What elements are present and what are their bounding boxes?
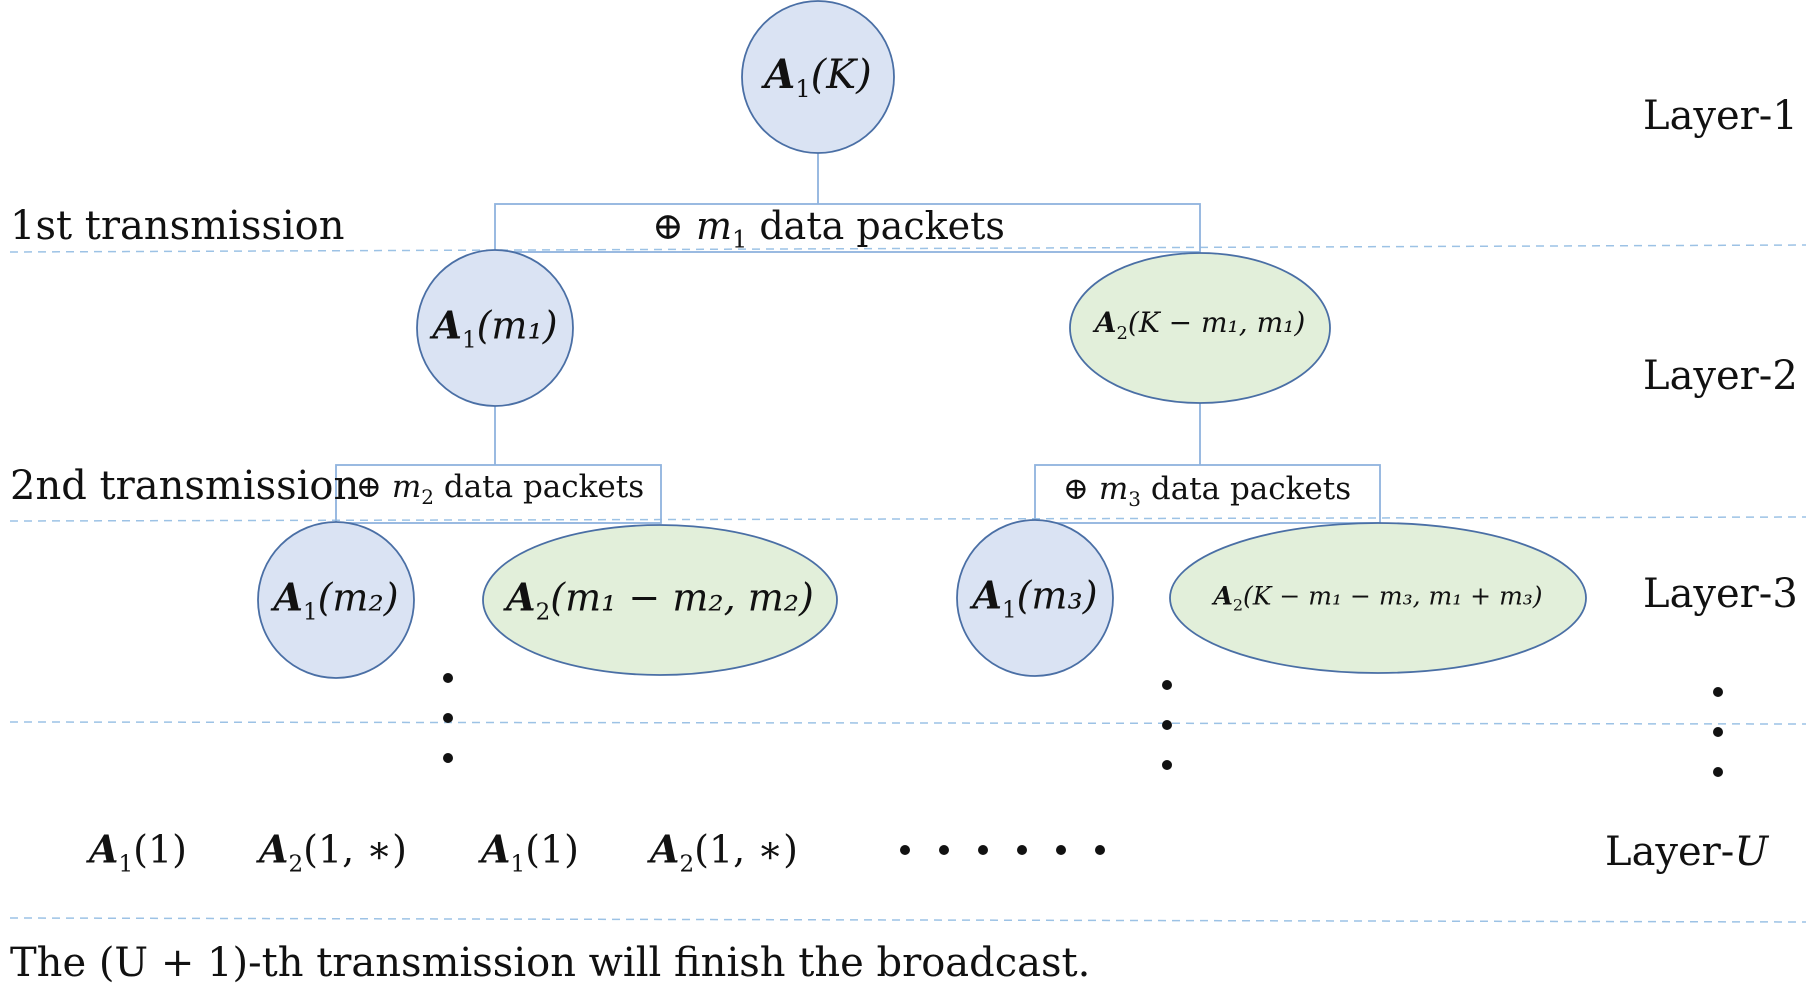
leaf-1: A1(1) bbox=[89, 827, 187, 878]
packets-1-sub: 1 bbox=[731, 225, 748, 254]
matrix-argument: (m₃) bbox=[1016, 573, 1098, 618]
matrix-symbol: A bbox=[506, 574, 536, 620]
node-layer3-a1-left bbox=[257, 521, 415, 679]
node-root bbox=[741, 0, 895, 154]
matrix-subscript: 2 bbox=[1232, 595, 1244, 615]
matrix-symbol: A bbox=[650, 826, 680, 872]
matrix-subscript: 2 bbox=[1116, 322, 1128, 344]
layer-2-label: Layer-2 bbox=[1643, 353, 1798, 399]
oplus-icon: ⊕ bbox=[652, 204, 684, 248]
layer-u-label: Layer-U bbox=[1605, 832, 1768, 872]
matrix-subscript: 2 bbox=[679, 851, 695, 878]
matrix-argument: (K − m₁, m₁) bbox=[1127, 306, 1306, 340]
matrix-argument: (K) bbox=[810, 52, 872, 98]
node-layer2-a1 bbox=[416, 249, 574, 407]
packets-1-text: data packets bbox=[759, 204, 1005, 248]
matrix-argument: (1) bbox=[133, 827, 187, 872]
oplus-icon: ⊕ bbox=[356, 469, 382, 505]
matrix-symbol: A bbox=[89, 826, 119, 872]
packets-label-1: ⊕ m1 data packets bbox=[652, 207, 1005, 252]
matrix-argument: (m₁ − m₂, m₂) bbox=[550, 575, 814, 620]
node-layer3-a2-left bbox=[482, 524, 838, 676]
layer-u-prefix: Layer- bbox=[1605, 829, 1735, 875]
packets-2-var: m bbox=[391, 469, 422, 505]
matrix-subscript: 1 bbox=[118, 851, 134, 878]
layer-3-label: Layer-3 bbox=[1643, 571, 1798, 617]
matrix-argument: (1, ∗) bbox=[303, 827, 407, 872]
footer-caption: The (U + 1)-th transmission will finish … bbox=[10, 940, 1091, 986]
nodes bbox=[257, 0, 1587, 679]
packets-3-text: data packets bbox=[1150, 471, 1352, 507]
matrix-subscript: 1 bbox=[510, 851, 526, 878]
node-layer3-a1-right bbox=[956, 519, 1114, 677]
node-layer3-a2-right bbox=[1169, 522, 1587, 674]
packets-3-sub: 3 bbox=[1128, 487, 1141, 512]
layer-separators bbox=[9, 244, 1806, 923]
matrix-symbol: A bbox=[273, 574, 303, 620]
matrix-argument: (m₂) bbox=[317, 575, 399, 620]
packets-label-3: ⊕ m3 data packets bbox=[1063, 471, 1352, 512]
matrix-symbol: A bbox=[1213, 581, 1233, 611]
packets-1-var: m bbox=[695, 204, 732, 248]
matrix-symbol: A bbox=[432, 302, 462, 348]
bracket-transmission-2b bbox=[1034, 464, 1381, 524]
matrix-subscript: 1 bbox=[795, 75, 811, 103]
matrix-symbol: A bbox=[972, 572, 1002, 618]
matrix-argument: (1) bbox=[525, 827, 579, 872]
vertical-dots-middle bbox=[1162, 680, 1172, 770]
matrix-symbol: A bbox=[481, 826, 511, 872]
oplus-icon: ⊕ bbox=[1063, 471, 1089, 507]
transmission-2-label: 2nd transmission bbox=[10, 463, 360, 509]
leaf-2: A2(1, ∗) bbox=[259, 827, 407, 878]
matrix-subscript: 1 bbox=[1001, 597, 1017, 624]
matrix-argument: (K − m₁ − m₃, m₁ + m₃) bbox=[1243, 581, 1543, 611]
layer-1-label: Layer-1 bbox=[1643, 93, 1798, 139]
matrix-symbol: A bbox=[764, 51, 796, 98]
packets-label-2: ⊕ m2 data packets bbox=[356, 469, 645, 510]
packets-2-sub: 2 bbox=[421, 485, 434, 510]
leaf-3: A1(1) bbox=[481, 827, 579, 878]
node-layer2-a2 bbox=[1069, 252, 1331, 404]
matrix-symbol: A bbox=[259, 826, 289, 872]
node-layer3-a1-right-label: A1(m₃) bbox=[972, 573, 1097, 624]
horizontal-dots bbox=[900, 845, 1105, 855]
separator-3 bbox=[9, 721, 1806, 725]
matrix-argument: (1, ∗) bbox=[694, 827, 798, 872]
node-layer3-a1-left-label: A1(m₂) bbox=[273, 575, 398, 626]
matrix-subscript: 2 bbox=[535, 599, 551, 626]
separator-1 bbox=[9, 244, 1806, 253]
packets-2-text: data packets bbox=[443, 469, 645, 505]
ellipsis-dots bbox=[443, 673, 1723, 855]
vertical-dots-left bbox=[443, 673, 453, 763]
node-layer3-a2-right-label: A2(K − m₁ − m₃, m₁ + m₃) bbox=[1213, 582, 1542, 615]
node-layer2-a2-label: A2(K − m₁, m₁) bbox=[1095, 306, 1306, 344]
node-layer3-a2-left-label: A2(m₁ − m₂, m₂) bbox=[506, 575, 814, 626]
packets-3-var: m bbox=[1098, 471, 1129, 507]
matrix-subscript: 2 bbox=[288, 851, 304, 878]
separator-2 bbox=[9, 516, 1806, 522]
separator-4 bbox=[9, 917, 1806, 923]
vertical-dots-right bbox=[1713, 687, 1723, 777]
layer-u-variable: U bbox=[1734, 829, 1769, 875]
leaf-4: A2(1, ∗) bbox=[650, 827, 798, 878]
node-root-label: A1(K) bbox=[764, 51, 871, 103]
transmission-1-label: 1st transmission bbox=[10, 203, 345, 249]
bracket-transmission-2a bbox=[335, 464, 662, 524]
node-layer2-a1-label: A1(m₁) bbox=[432, 303, 557, 354]
matrix-symbol: A bbox=[1094, 306, 1117, 340]
connectors bbox=[335, 152, 1381, 524]
matrix-argument: (m₁) bbox=[476, 303, 558, 348]
matrix-subscript: 1 bbox=[461, 327, 477, 354]
matrix-subscript: 1 bbox=[302, 599, 318, 626]
bracket-transmission-1 bbox=[494, 203, 1201, 253]
